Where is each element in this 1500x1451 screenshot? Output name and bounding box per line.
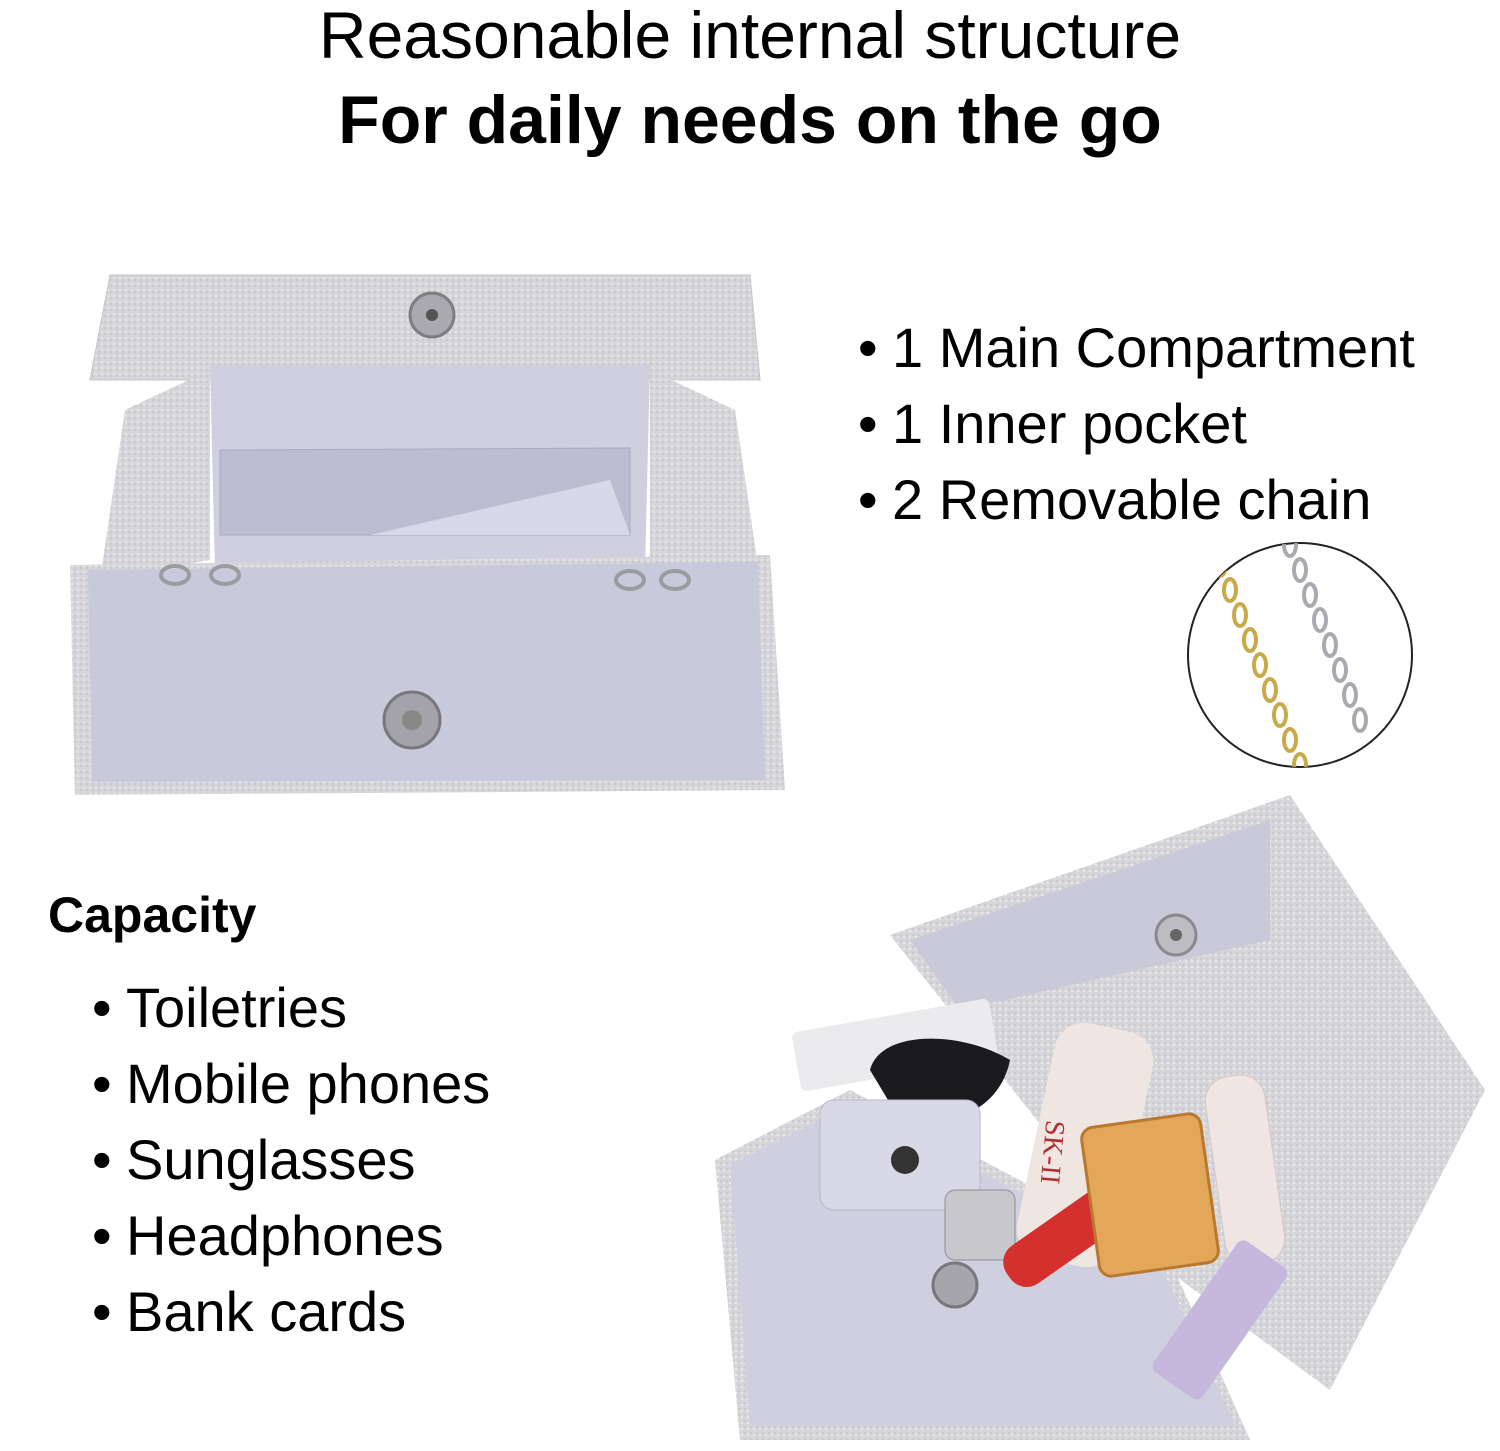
product-label: SK-II <box>1034 1119 1070 1185</box>
open-bag-image <box>70 270 790 805</box>
bullet-icon: • <box>92 1204 112 1267</box>
chain-ring-icon <box>159 564 241 586</box>
capacity-text: Headphones <box>126 1204 444 1267</box>
silver-chain-icon <box>1282 543 1368 733</box>
bullet-icon: • <box>858 392 878 455</box>
capacity-item: •Toiletries <box>92 970 490 1046</box>
feature-text: 2 Removable chain <box>892 468 1372 531</box>
bullet-icon: • <box>92 976 112 1039</box>
chain-detail-image <box>1185 540 1415 770</box>
feature-text: 1 Inner pocket <box>892 392 1247 455</box>
capacity-list: •Toiletries •Mobile phones •Sunglasses •… <box>92 970 490 1350</box>
bullet-icon: • <box>858 468 878 531</box>
page-subtitle: For daily needs on the go <box>338 82 1162 158</box>
feature-item: •2 Removable chain <box>858 462 1415 538</box>
capacity-text: Sunglasses <box>126 1128 416 1191</box>
capacity-text: Mobile phones <box>126 1052 491 1115</box>
capacity-text: Toiletries <box>126 976 347 1039</box>
bullet-icon: • <box>858 316 878 379</box>
capacity-text: Bank cards <box>126 1280 407 1343</box>
gold-chain-icon <box>1212 552 1308 767</box>
bullet-icon: • <box>92 1128 112 1191</box>
feature-item: •1 Main Compartment <box>858 310 1415 386</box>
capacity-item: •Mobile phones <box>92 1046 490 1122</box>
capacity-title: Capacity <box>48 887 257 943</box>
chain-ring-icon <box>614 569 691 591</box>
capacity-item: •Bank cards <box>92 1274 490 1350</box>
capacity-item: •Sunglasses <box>92 1122 490 1198</box>
feature-text: 1 Main Compartment <box>892 316 1415 379</box>
bullet-icon: • <box>92 1280 112 1343</box>
page-title: Reasonable internal structure <box>318 0 1182 72</box>
bullet-icon: • <box>92 1052 112 1115</box>
capacity-item: •Headphones <box>92 1198 490 1274</box>
filled-bag-image: SK-II <box>710 790 1490 1445</box>
feature-list: •1 Main Compartment •1 Inner pocket •2 R… <box>858 310 1415 538</box>
feature-item: •1 Inner pocket <box>858 386 1415 462</box>
